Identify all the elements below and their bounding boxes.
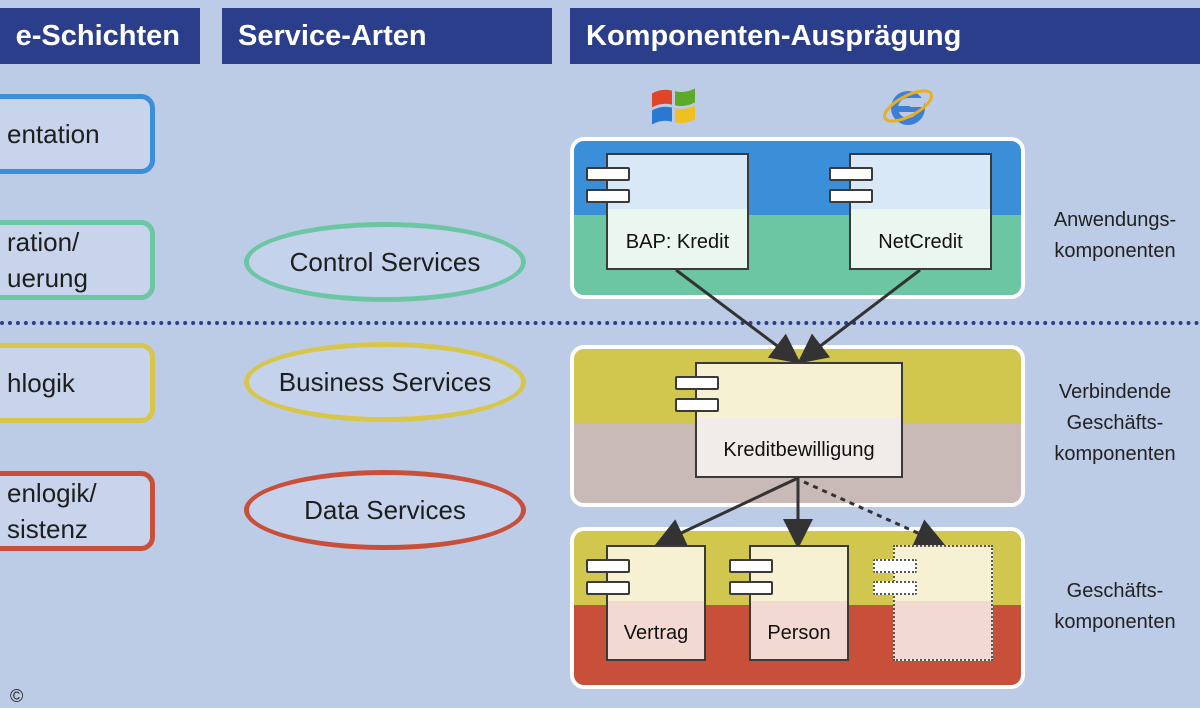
component-person-label: Person: [767, 622, 831, 644]
component-bap-kredit-label: BAP: Kredit: [625, 231, 730, 253]
arrow-kreditbewilligung-to-vertrag: [654, 476, 799, 547]
component-port-icon: [729, 581, 773, 595]
label-application-line2: komponenten: [1054, 240, 1176, 262]
label-connecting-line1: Verbindende: [1058, 381, 1172, 403]
component-netcredit: NetCredit: [829, 153, 992, 270]
component-bap-kredit: BAP: Kredit: [586, 153, 749, 270]
header-component-forms: Komponenten-Ausprägung: [570, 8, 1200, 64]
header-component-forms-label: Komponenten-Ausprägung: [586, 19, 962, 52]
component-placeholder: [873, 545, 993, 661]
component-port-icon: [873, 559, 917, 573]
label-connecting-line3: komponenten: [1054, 443, 1176, 465]
label-connecting-line2: Geschäfts-: [1066, 412, 1164, 434]
header-service-types-label: Service-Arten: [238, 19, 427, 52]
service-data: Data Services: [244, 470, 526, 550]
layer-data-line2: sistenz: [7, 514, 88, 544]
component-vertrag: Vertrag: [586, 545, 706, 661]
arrow-netcredit-to-kreditbewilligung: [797, 268, 921, 364]
header-layers: e-Schichten: [0, 8, 200, 64]
service-business: Business Services: [244, 342, 526, 422]
layer-business-logic-label: hlogik: [7, 368, 75, 398]
component-person: Person: [729, 545, 849, 661]
copyright-mark: ©: [10, 686, 24, 706]
component-port-icon: [729, 559, 773, 573]
component-port-icon: [829, 167, 873, 181]
service-data-label: Data Services: [304, 494, 466, 525]
component-port-icon: [829, 189, 873, 203]
service-control-label: Control Services: [289, 246, 481, 277]
header-service-types: Service-Arten: [222, 8, 552, 64]
label-application-line1: Anwendungs-: [1053, 209, 1177, 231]
component-netcredit-label: NetCredit: [878, 231, 963, 253]
layer-integration-line2: uerung: [7, 263, 88, 293]
component-port-icon: [586, 167, 630, 181]
component-port-icon: [586, 559, 630, 573]
label-connecting-components: Verbindende Geschäfts- komponenten: [1030, 377, 1200, 470]
component-port-icon: [675, 398, 719, 412]
component-vertrag-label: Vertrag: [623, 622, 689, 644]
service-business-label: Business Services: [278, 366, 492, 397]
layer-integration: ration/ uerung: [0, 220, 155, 300]
bottom-strip: [0, 708, 1200, 720]
label-business-components: Geschäfts- komponenten: [1030, 576, 1200, 638]
label-business-line2: komponenten: [1054, 611, 1176, 633]
header-layers-label: e-Schichten: [15, 19, 180, 52]
arrow-kreditbewilligung-to-placeholder: [803, 480, 946, 547]
component-port-icon: [586, 189, 630, 203]
component-kreditbewilligung: Kreditbewilligung: [675, 362, 903, 478]
service-control: Control Services: [244, 222, 526, 302]
layer-integration-line1: ration/: [7, 227, 80, 257]
component-port-icon: [675, 376, 719, 390]
internet-explorer-icon: [883, 89, 933, 125]
component-port-icon: [586, 581, 630, 595]
layer-presentation-label: entation: [7, 119, 100, 149]
label-application-components: Anwendungs- komponenten: [1030, 205, 1200, 267]
layer-data: enlogik/ sistenz: [0, 471, 155, 551]
label-business-line1: Geschäfts-: [1066, 580, 1164, 602]
windows-logo-icon: [652, 88, 695, 125]
tier-divider: [0, 321, 1200, 325]
arrow-bap-to-kreditbewilligung: [675, 268, 801, 364]
component-kreditbewilligung-label: Kreditbewilligung: [723, 439, 875, 461]
component-port-icon: [873, 581, 917, 595]
layer-presentation: entation: [0, 94, 155, 174]
layer-data-line1: enlogik/: [7, 478, 97, 508]
layer-business-logic: hlogik: [0, 343, 155, 423]
